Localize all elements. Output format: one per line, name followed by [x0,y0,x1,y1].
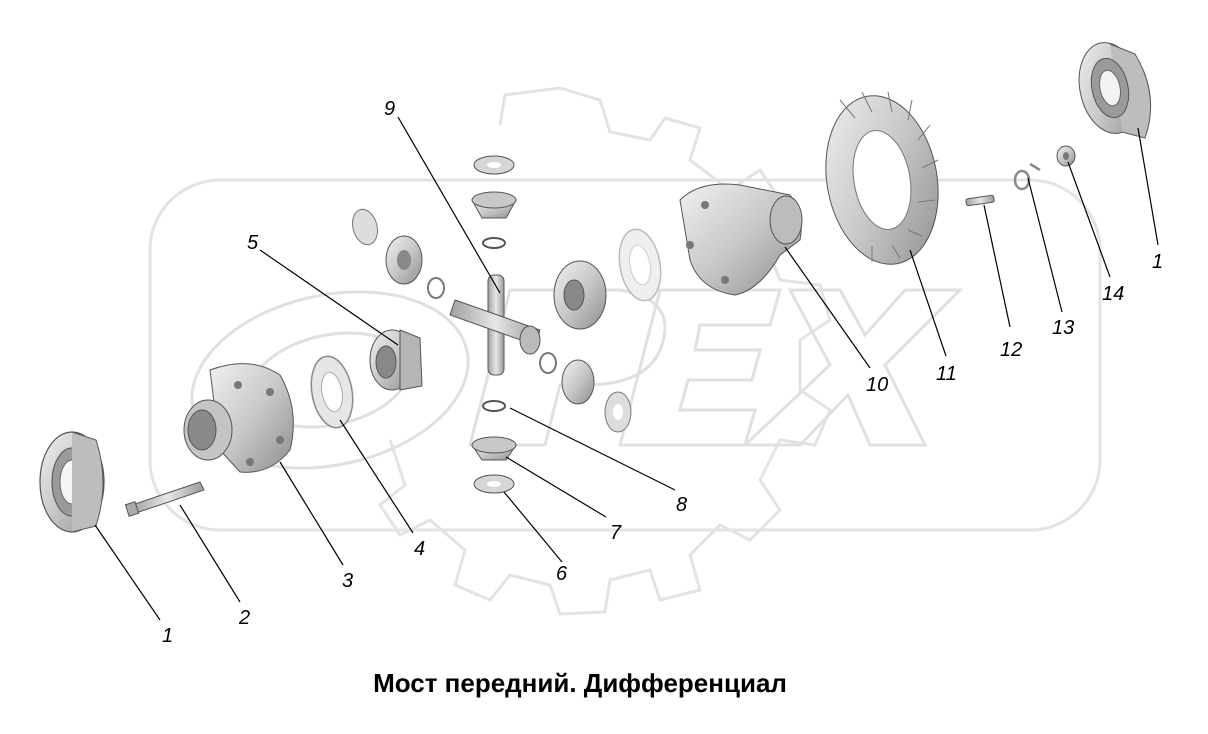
pin [965,194,995,207]
leader-lines [94,116,1159,621]
thrust-washer-right [618,228,662,302]
callout-14: 14 [1102,283,1124,305]
callout-6: 6 [556,563,568,585]
callout-5: 5 [247,232,259,254]
washer-pinion-left [352,208,445,299]
pinion-stack [471,155,517,494]
callout-12: 12 [1000,339,1022,361]
lock-washer [1013,162,1041,191]
watermark-logo [190,288,964,470]
callout-1-right: 1 [1152,251,1163,273]
callout-2: 2 [238,607,250,629]
watermark-gear [148,86,1102,616]
bolt [124,481,205,517]
callout-3: 3 [342,570,353,592]
ring-gear [825,91,939,265]
callout-13: 13 [1052,317,1074,339]
bearing-right [1078,42,1152,139]
callout-7: 7 [610,522,622,544]
callout-8: 8 [676,494,687,516]
side-gear-right [539,260,632,433]
callout-labels: 1 2 3 4 5 6 7 8 9 10 11 12 13 14 1 [162,98,1163,647]
case-half-right [679,183,803,296]
callout-4: 4 [414,538,425,560]
callout-11: 11 [936,363,957,385]
nut [1056,145,1076,167]
diagram-caption: Мост передний. Дифференциал [373,668,787,698]
callout-9: 9 [384,98,395,120]
spider-cross [449,274,541,376]
case-half-left [183,363,294,473]
callout-10: 10 [866,374,888,396]
callout-1-left: 1 [162,625,173,647]
bearing-left [39,431,105,533]
thrust-washer-4 [310,355,354,429]
side-gear-left [369,329,423,391]
